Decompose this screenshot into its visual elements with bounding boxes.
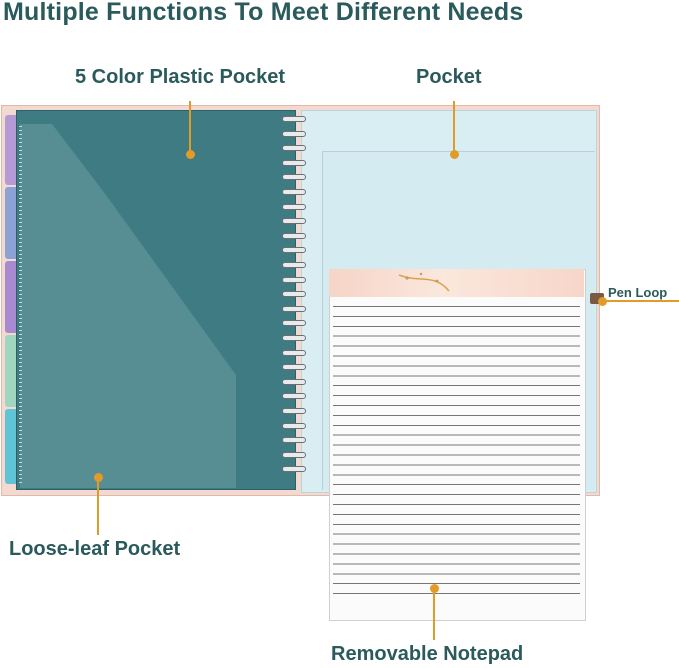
spiral-coil [282, 130, 306, 137]
label-color-plastic-pocket: 5 Color Plastic Pocket [75, 66, 286, 88]
spiral-coil [282, 393, 306, 400]
spiral-coil [282, 349, 306, 356]
spiral-coil [282, 116, 306, 122]
divider-tab-mint [5, 335, 19, 407]
callout-line [602, 300, 679, 302]
spiral-coil [282, 291, 306, 298]
divider-tab-violet [5, 261, 19, 333]
spiral-coil [282, 335, 306, 341]
spiral-binding [282, 116, 308, 476]
spiral-coil [282, 189, 306, 195]
callout-dot [449, 149, 459, 159]
label-loose-leaf-pocket: Loose-leaf Pocket [9, 538, 181, 560]
spiral-coil [282, 437, 306, 444]
perforation-line [19, 126, 22, 484]
spiral-coil [282, 218, 306, 225]
spiral-coil [282, 247, 306, 254]
loose-leaf-pocket-shape [20, 124, 236, 488]
spiral-coil [282, 159, 306, 166]
callout-line [97, 477, 99, 535]
spiral-coil [282, 408, 306, 414]
spiral-coil [282, 451, 306, 458]
spiral-coil [282, 232, 306, 239]
label-pocket: Pocket [416, 66, 482, 88]
spiral-coil [282, 378, 306, 385]
spiral-coil [282, 320, 306, 327]
divider-tab-cyan [5, 409, 19, 484]
label-removable-notepad: Removable Notepad [331, 643, 524, 665]
spiral-coil [282, 174, 306, 181]
spiral-coil [282, 364, 306, 371]
callout-line [189, 101, 191, 154]
spiral-coil [282, 466, 306, 473]
callout-dot [597, 296, 607, 306]
notepad-lines [333, 306, 580, 602]
callout-dot [185, 149, 195, 159]
label-pen-loop: Pen Loop [608, 285, 668, 300]
pen-loop [590, 293, 604, 304]
divider-tab-purple [5, 115, 19, 185]
page-title: Multiple Functions To Meet Different Nee… [3, 0, 524, 26]
spiral-coil [282, 276, 306, 283]
spiral-coil [282, 422, 306, 429]
spiral-coil [282, 203, 306, 210]
spiral-coil [282, 262, 306, 268]
spiral-coil [282, 305, 306, 312]
notepad-header [329, 269, 584, 297]
spiral-coil [282, 145, 306, 152]
callout-line [453, 101, 455, 154]
callout-line [433, 588, 435, 640]
divider-tab-blue [5, 187, 19, 259]
marble-pattern-icon [398, 272, 450, 292]
